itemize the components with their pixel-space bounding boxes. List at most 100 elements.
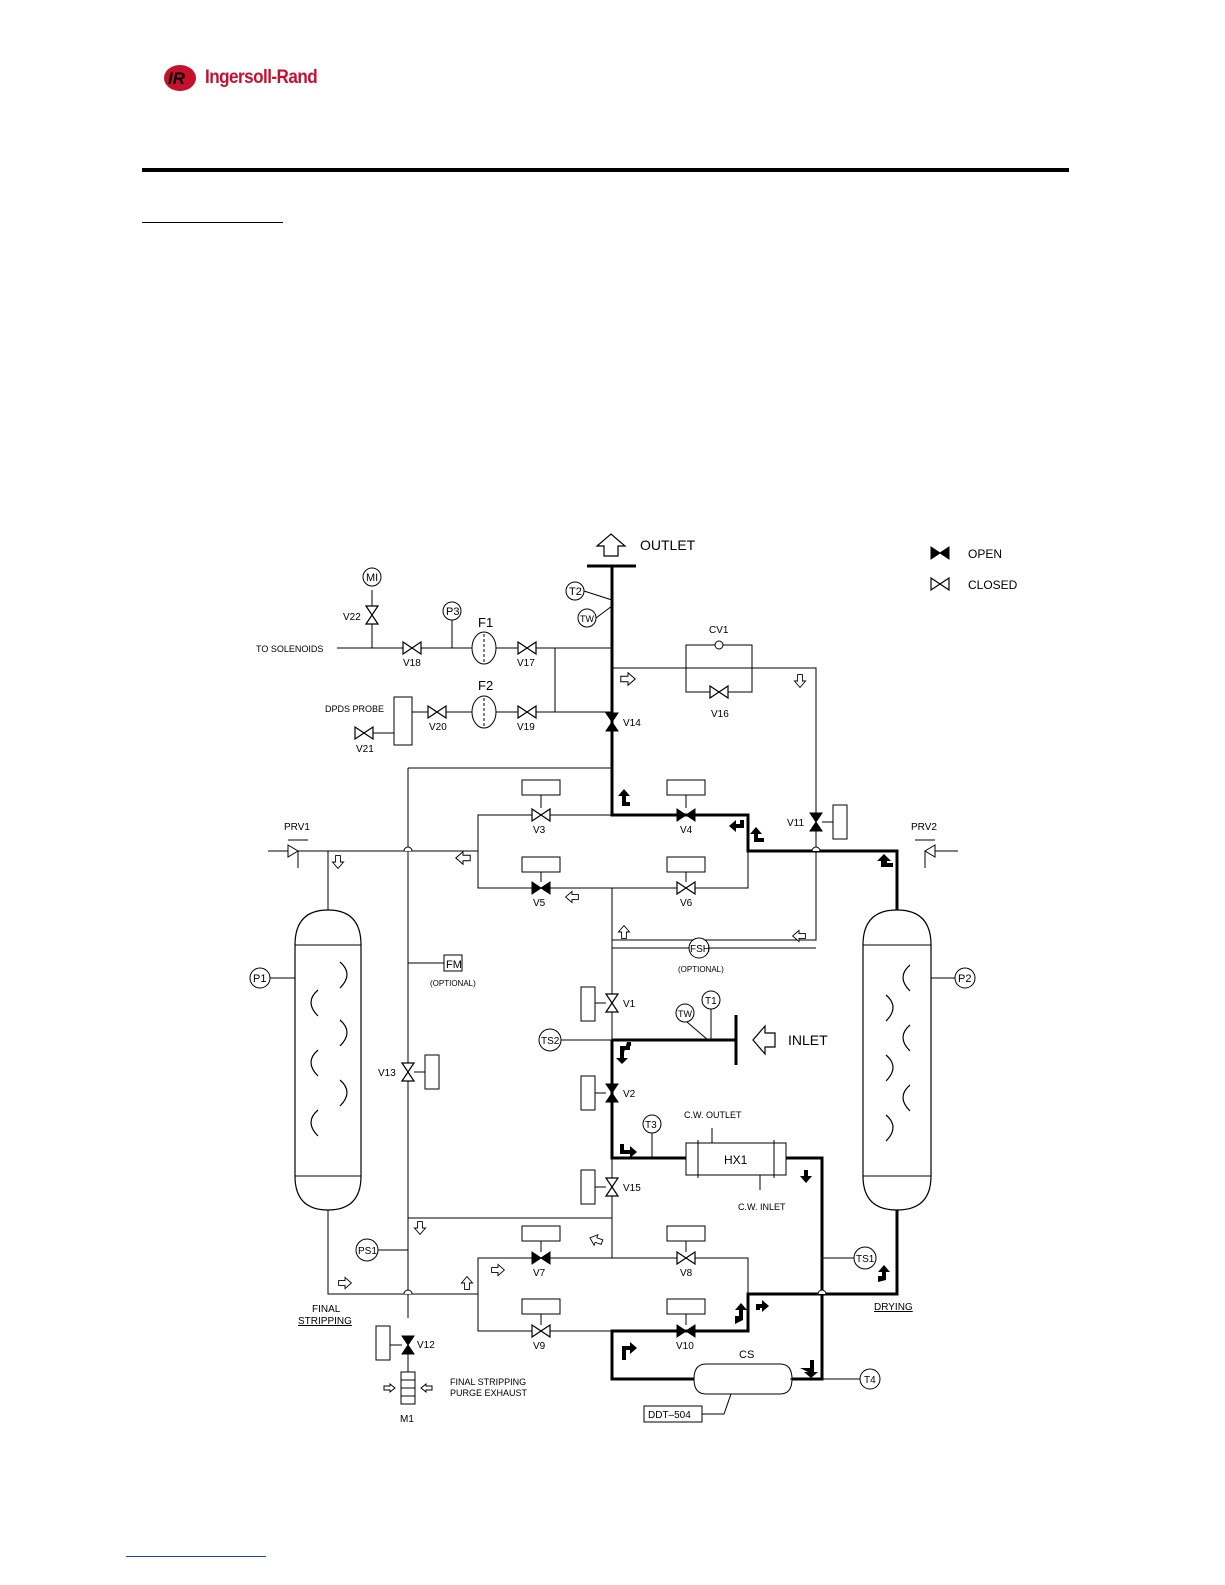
dpds-probe: DPDS PROBE [325, 696, 413, 746]
svg-text:F1: F1 [478, 615, 493, 630]
active-flow-arrows [616, 789, 893, 1378]
brand-name: Ingersoll-Rand [205, 67, 318, 88]
svg-text:V3: V3 [533, 825, 546, 836]
svg-text:F2: F2 [478, 678, 493, 693]
svg-text:V5: V5 [533, 898, 546, 909]
final-stripping-label-1: FINAL [312, 1304, 341, 1315]
svg-text:V12: V12 [417, 1340, 435, 1351]
t4-label: T4 [864, 1375, 876, 1386]
tower-right [862, 909, 932, 1211]
svg-text:V17: V17 [517, 658, 535, 669]
svg-text:V21: V21 [356, 744, 374, 755]
cw-inlet-label: C.W. INLET [738, 1202, 786, 1212]
filter-f2: F2 [471, 678, 497, 729]
m1-label: M1 [400, 1414, 414, 1425]
svg-text:V7: V7 [533, 1268, 546, 1279]
tower-flow-swirls [310, 961, 911, 1142]
legend-open-icon [930, 546, 950, 560]
outlet-arrow-icon [595, 533, 627, 557]
svg-text:V9: V9 [533, 1341, 546, 1352]
svg-text:IR: IR [168, 69, 186, 88]
p3-label: P3 [446, 606, 459, 618]
ddt-504-label: DDT–504 [648, 1410, 691, 1421]
valve-v14 [605, 712, 619, 732]
valve-v6 [676, 881, 696, 895]
tower-left [294, 909, 362, 1211]
svg-text:V15: V15 [623, 1183, 641, 1194]
svg-text:V10: V10 [676, 1341, 694, 1352]
svg-text:PRV2: PRV2 [911, 822, 937, 833]
svg-text:V1: V1 [623, 999, 636, 1010]
flow-meter-fm: FM (OPTIONAL) [430, 954, 476, 988]
svg-text:V4: V4 [680, 825, 693, 836]
legend: OPEN CLOSED [930, 546, 1018, 592]
valve-v12 [401, 1335, 415, 1355]
valve-v7 [531, 1251, 551, 1265]
purge-label-1: FINAL STRIPPING [450, 1377, 526, 1387]
t2-label: T2 [569, 586, 582, 598]
heat-exchanger-hx1: HX1 C.W. OUTLET C.W. INLET [684, 1110, 787, 1212]
ts2-label: TS2 [541, 1036, 560, 1047]
mi-label: MI [366, 572, 378, 584]
inlet-label: INLET [788, 1032, 828, 1048]
valve-v19 [517, 705, 537, 719]
valve-v16 [709, 685, 729, 699]
fsh-label: FSH [690, 944, 710, 955]
svg-text:V8: V8 [680, 1268, 693, 1279]
valve-v11 [809, 812, 823, 832]
svg-text:V2: V2 [623, 1089, 636, 1100]
ingersoll-rand-logo: IR Ingersoll-Rand [163, 62, 330, 94]
valve-v1 [605, 993, 619, 1013]
to-solenoids-label: TO SOLENOIDS [256, 644, 323, 654]
svg-text:V22: V22 [343, 612, 361, 623]
svg-text:PRV1: PRV1 [284, 822, 310, 833]
valve-v4 [676, 808, 696, 822]
final-stripping-label-2: STRIPPING [298, 1316, 352, 1327]
valve-v17 [517, 641, 537, 655]
p1-label: P1 [253, 973, 266, 985]
muffler-m1: M1 FINAL STRIPPING PURGE EXHAUST [383, 1354, 528, 1425]
prv2: PRV2 [911, 822, 958, 868]
tw-label: TW [678, 1009, 692, 1019]
flow-arrows [331, 672, 807, 1290]
legend-closed-icon [930, 577, 950, 591]
svg-text:V13: V13 [378, 1068, 396, 1079]
p2-label: P2 [958, 973, 971, 985]
legend-open-label: OPEN [968, 547, 1002, 561]
t1-label: T1 [705, 996, 717, 1007]
fsh-optional-label: (OPTIONAL) [678, 965, 724, 974]
drying-label: DRYING [874, 1302, 913, 1313]
svg-text:V14: V14 [623, 718, 641, 729]
svg-text:HX1: HX1 [724, 1153, 748, 1167]
valve-labels: V3 V4 V5 V6 V7 V8 V9 V10 V11 V12 V13 V14… [343, 612, 804, 1352]
valve-v21 [354, 726, 374, 740]
purge-label-2: PURGE EXHAUST [450, 1388, 528, 1398]
svg-text:V19: V19 [517, 722, 535, 733]
svg-text:V18: V18 [403, 658, 421, 669]
svg-text:CV1: CV1 [709, 625, 729, 636]
valve-v18 [402, 641, 422, 655]
prv1: PRV1 [284, 822, 310, 868]
valve-v15 [605, 1177, 619, 1197]
valve-v10 [676, 1324, 696, 1338]
valve-v5 [531, 881, 551, 895]
legend-closed-label: CLOSED [968, 578, 1018, 592]
outlet: OUTLET [587, 533, 696, 568]
footer-link-underline[interactable] [126, 1556, 266, 1557]
check-valve-cv1: CV1 [709, 625, 729, 650]
valve-actuators [375, 779, 848, 1361]
valve-v20 [427, 705, 447, 719]
fm-optional-label: (OPTIONAL) [430, 979, 476, 988]
valve-v8 [676, 1251, 696, 1265]
ps1-label: PS1 [358, 1246, 377, 1257]
valve-v22 [365, 605, 379, 625]
inlet-arrow-icon [752, 1024, 776, 1056]
outlet-label: OUTLET [640, 537, 696, 553]
condensate-separator-cs: CS DDT–504 [643, 1349, 860, 1423]
svg-text:FM: FM [446, 959, 462, 971]
valve-v2 [605, 1083, 619, 1103]
ir-logo-mark: IR [164, 65, 196, 91]
instruments [249, 567, 976, 1390]
cw-outlet-label: C.W. OUTLET [684, 1110, 742, 1120]
